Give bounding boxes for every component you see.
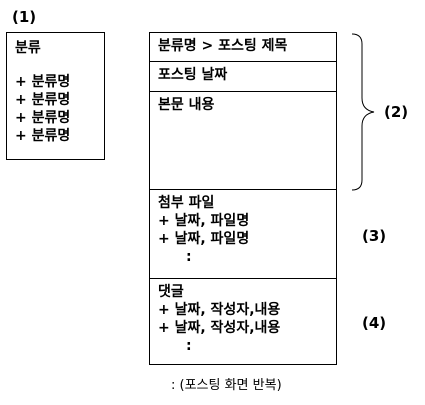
post-box: 분류명 > 포스팅 제목 포스팅 날짜 본문 내용 첨부 파일 + 날짜, 파일… [149,32,337,365]
comment-item: + 날짜, 작성자,내용 [158,302,281,318]
label-1: (1) [12,8,37,26]
label-3: (3) [362,227,387,245]
category-item: + 분류명 [15,110,71,126]
comments-title: 댓글 [158,284,184,300]
comments-more: : [186,338,192,354]
attachments-more: : [186,249,192,265]
label-4: (4) [362,314,387,332]
category-list: + 분류명 + 분류명 + 분류명 + 분류명 [15,73,96,145]
comments-section: 댓글 + 날짜, 작성자,내용 + 날짜, 작성자,내용 : [150,279,336,364]
category-box: 분류 + 분류명 + 분류명 + 분류명 + 분류명 [6,32,105,160]
post-body: 본문 내용 [150,92,336,190]
category-title: 분류 [15,40,41,56]
brace-shape [351,33,375,191]
attachments-title: 첨부 파일 [158,195,215,211]
post-header: 분류명 > 포스팅 제목 [150,33,336,62]
post-body-text: 본문 내용 [158,97,215,113]
post-date-text: 포스팅 날짜 [158,67,228,83]
footer-note: : (포스팅 화면 반복) [171,378,282,393]
label-2: (2) [384,103,409,121]
category-item: + 분류명 [15,74,71,90]
post-header-text: 분류명 > 포스팅 제목 [158,38,288,54]
comment-item: + 날짜, 작성자,내용 [158,320,281,336]
attachment-item: + 날짜, 파일명 [158,231,250,247]
category-item: + 분류명 [15,128,71,144]
attachment-item: + 날짜, 파일명 [158,213,250,229]
post-date: 포스팅 날짜 [150,62,336,92]
category-item: + 분류명 [15,92,71,108]
attachments-section: 첨부 파일 + 날짜, 파일명 + 날짜, 파일명 : [150,190,336,279]
